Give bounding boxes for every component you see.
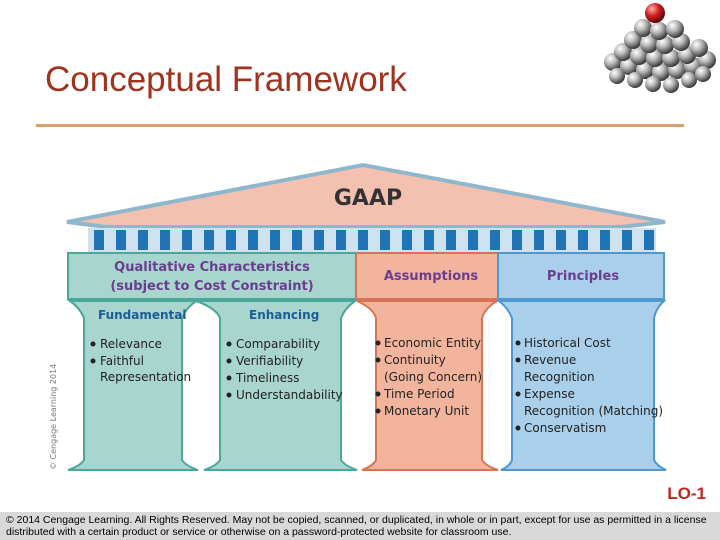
principles-item: Conservatism [524,421,606,435]
fundamental-column [66,300,200,471]
bullet [90,358,96,364]
principles-item: Historical Cost [524,336,611,350]
principles-item: Expense [524,387,575,401]
principles-item: Recognition (Matching) [524,404,663,418]
gaap-label: GAAP [334,186,402,211]
principles-beam [497,252,665,300]
bullet [226,392,232,398]
gaap-roof [66,162,666,229]
sphere-pyramid-icon [604,3,716,93]
bullet [515,357,521,363]
enhancing-item: Understandability [236,388,343,402]
bullet [375,357,381,363]
fundamental-item: Representation [100,370,191,384]
footer-bar: © 2014 Cengage Learning. All Rights Rese… [0,512,720,540]
fundamental-item: Relevance [100,337,162,351]
qualitative-beam [67,252,357,300]
frieze-blocks [88,228,656,252]
assumptions-column [356,300,501,471]
qualitative-line2: (subject to Cost Constraint) [110,279,313,294]
fundamental-item: Faithful [100,354,144,368]
enhancing-column [195,300,359,471]
slide-title: Conceptual Framework [45,60,407,99]
bullet [515,391,521,397]
assumptions-item: Time Period [383,387,455,401]
enhancing-item: Comparability [236,337,320,351]
bullet [375,408,381,414]
learning-objective-label: LO-1 [667,484,706,503]
assumptions-item: (Going Concern) [384,370,482,384]
bullet [90,341,96,347]
principles-label: Principles [547,269,619,284]
bullet [226,358,232,364]
title-divider [36,124,684,127]
assumptions-item: Continuity [384,353,446,367]
qualitative-line1: Qualitative Characteristics [114,260,310,275]
bullet [515,425,521,431]
bullet [375,340,381,346]
fundamental-heading: Fundamental [98,308,187,322]
vertical-copyright: © Cengage Learning 2014 [49,364,58,470]
assumptions-label: Assumptions [384,269,478,284]
assumptions-item: Economic Entity [384,336,481,350]
principles-item: Revenue [524,353,576,367]
bullet [375,391,381,397]
principles-item: Recognition [524,370,595,384]
enhancing-item: Timeliness [235,371,300,385]
assumptions-item: Monetary Unit [384,404,469,418]
bullet [226,375,232,381]
footer-copyright: © 2014 Cengage Learning. All Rights Rese… [6,514,707,538]
enhancing-item: Verifiability [236,354,303,368]
bullet [515,340,521,346]
bullet [226,341,232,347]
principles-column [496,300,667,471]
enhancing-heading: Enhancing [249,308,319,322]
